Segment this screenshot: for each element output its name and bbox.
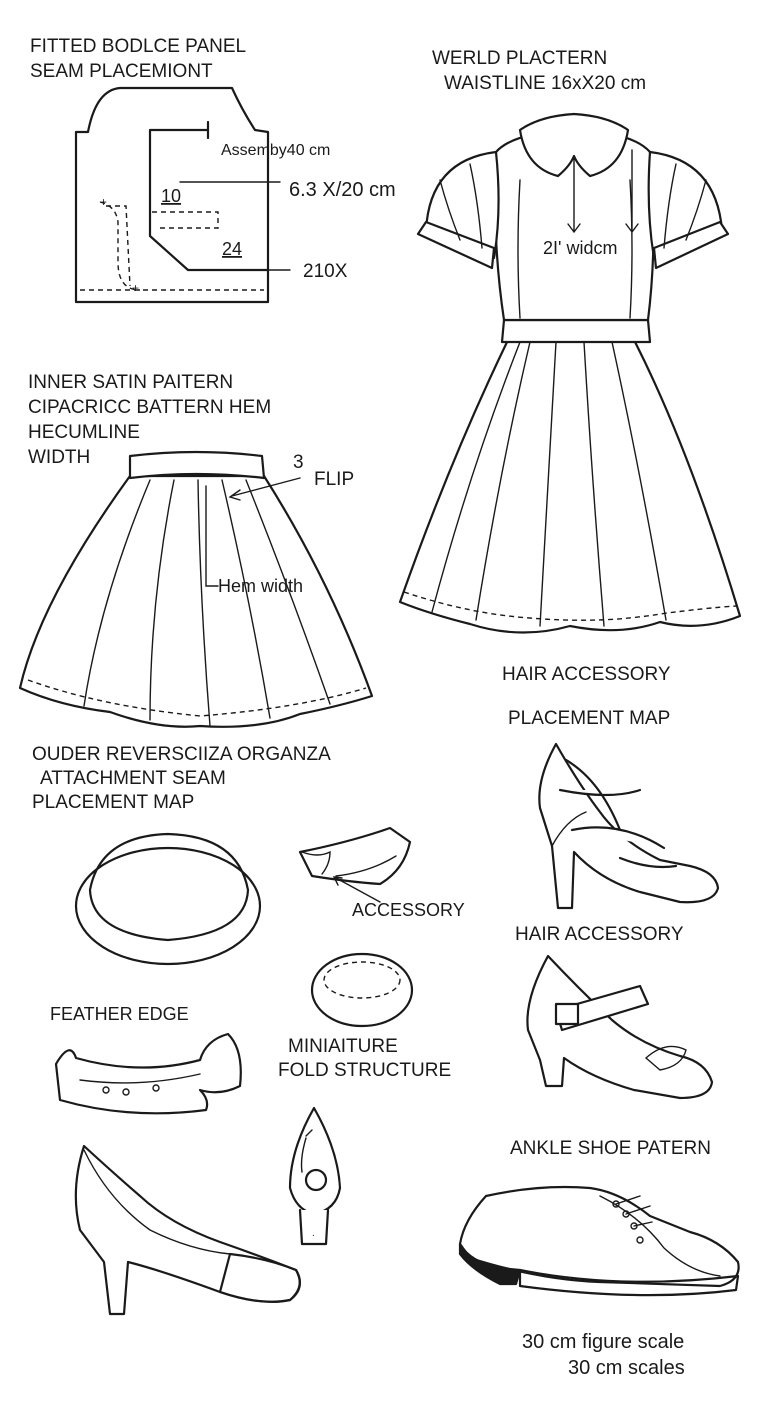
hair-accessory-label-2: HAIR ACCESSORY [515,924,684,945]
skirt-title-line2: CIPACRICC BATTERN HEM [28,397,271,418]
skirt-title-line4: WIDTH [28,447,90,468]
skirt-diagram: INNER SATIN PAITERN CIPACRICC BATTERN HE… [18,372,374,728]
hair-accessory-label-1: HAIR ACCESSORY [502,664,671,685]
bodice-panel-diagram: FITTED BODLCE PANEL SEAM PLACEMIONT + + … [30,36,396,304]
skirt-title-line3: HECUMLINE [28,422,140,443]
assembly-label: Assemby40 cm [221,142,330,159]
flip-label: FLIP [314,469,354,490]
bodice-dimension-2: 210X [303,261,348,282]
accessories-title-line1: OUDER REVERSCIIZA ORGANZA [32,744,331,765]
dress-title-line2: WAISTLINE 16xX20 cm [444,73,646,94]
cross-mark: + [132,281,139,295]
skirt-title-line1: INNER SATIN PAITERN [28,372,233,393]
cross-mark: + [100,195,107,209]
miniature-label-line1: MINIAITURE [288,1036,398,1057]
accessory-label: ACCESSORY [352,900,465,920]
ankle-shoe-label: ANKLE SHOE PATERN [510,1138,711,1159]
dress-diagram: WERLD PLACTERN WAISTLINE 16xX20 cm 2I' w… [398,48,742,634]
skirt-number-3: 3 [293,452,304,473]
bodice-title-line2: SEAM PLACEMIONT [30,61,213,82]
shoes-diagram: HAIR ACCESSORY PLACEMENT MAP HAIR ACCESS… [74,664,740,1316]
figure-scale: 30 cm figure scale 30 cm scales [522,1331,685,1379]
hem-width-label: Hem width [218,576,303,596]
accessories-title-line2: ATTACHMENT SEAM [40,768,226,789]
accessories-title-line3: PLACEMENT MAP [32,792,194,813]
scale-label-line1: 30 cm figure scale [522,1331,684,1353]
dress-title-line1: WERLD PLACTERN [432,48,607,69]
feather-edge-label: FEATHER EDGE [50,1004,189,1024]
miniature-label-line2: FOLD STRUCTURE [278,1060,451,1081]
bodice-number-24: 24 [222,239,242,259]
scale-label-line2: 30 cm scales [568,1357,685,1379]
bodice-number-10: 10 [161,186,181,206]
hat-brim-shape [74,846,262,966]
dress-width-label: 2I' widcm [543,238,617,258]
bodice-dimension-1: 6.3 X/20 cm [289,179,396,201]
pin-mark: . [312,1228,315,1239]
accessories-diagram: OUDER REVERSCIIZA ORGANZA ATTACHMENT SEA… [32,744,465,1246]
bodice-title-line1: FITTED BODLCE PANEL [30,36,246,57]
placement-map-label: PLACEMENT MAP [508,708,670,729]
